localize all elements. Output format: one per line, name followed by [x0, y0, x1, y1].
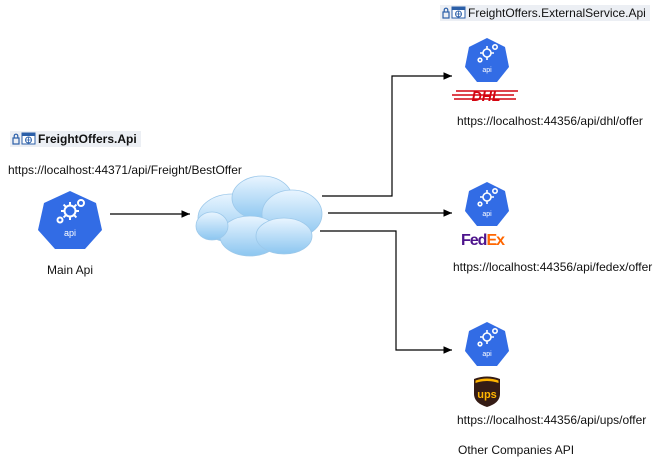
dhl-logo-text: DHL	[472, 88, 501, 104]
arrow-cloud-to-ups	[320, 230, 452, 354]
dhl-api-icon-caption: api	[482, 67, 492, 74]
dhl-api-icon: api	[463, 37, 511, 88]
main-endpoint: https://localhost:44371/api/Freight/Best…	[8, 163, 242, 177]
ups-logo-text: ups	[477, 389, 497, 401]
main-api-icon-caption: api	[64, 228, 76, 238]
fedex-api-icon-caption: api	[482, 211, 492, 218]
ups-api-icon-caption: api	[482, 351, 492, 358]
fedex-endpoint: https://localhost:44356/api/fedex/offer	[453, 260, 653, 274]
main-service-tag: FreightOffers.Api	[10, 131, 141, 147]
service-lock-globe-icon	[442, 6, 466, 19]
main-api-icon: api	[36, 190, 104, 255]
ups-api-icon: api	[463, 321, 511, 372]
fedex-logo-fe: Fed	[461, 232, 487, 249]
fedex-logo-ex: Ex	[486, 232, 505, 249]
main-api-caption: Main Api	[47, 263, 94, 277]
ups-endpoint: https://localhost:44356/api/ups/offer	[457, 413, 647, 427]
fedex-logo: FedEx	[461, 232, 505, 250]
dhl-logo: DHL	[452, 88, 522, 109]
external-service-name: FreightOffers.ExternalService.Api	[468, 6, 646, 20]
ups-logo: ups	[472, 374, 502, 413]
dhl-endpoint: https://localhost:44356/api/dhl/offer	[457, 114, 643, 128]
cloud-icon	[195, 175, 323, 257]
arrow-cloud-to-dhl	[322, 72, 452, 197]
other-companies-caption: Other Companies API	[458, 443, 575, 457]
external-service-tag: FreightOffers.ExternalService.Api	[440, 5, 650, 21]
main-service-name: FreightOffers.Api	[38, 132, 137, 146]
service-lock-globe-icon	[12, 132, 36, 145]
fedex-api-icon: api	[463, 181, 511, 232]
